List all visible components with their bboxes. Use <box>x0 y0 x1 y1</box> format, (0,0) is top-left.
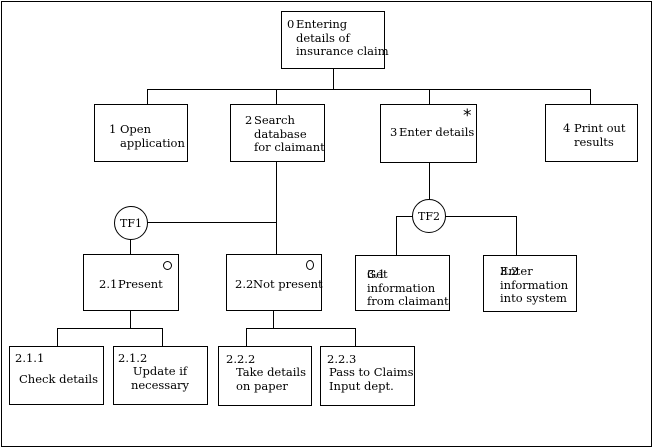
node-number: 3 <box>390 125 398 139</box>
node-number: 2.2.2 <box>226 352 256 366</box>
node-2-2-not-present: 2.2 Not present <box>226 254 323 311</box>
node-2-1-present: 2.1 Present <box>83 254 179 311</box>
node-label: Check details <box>19 372 98 386</box>
node-2-search-database: 2 Search database for claimant <box>230 104 325 162</box>
node-3-enter-details: 3 Enter details * <box>380 104 477 163</box>
node-label: Not present <box>253 277 323 291</box>
node-label: Take details on paper <box>236 365 306 393</box>
node-number: 2.1.1 <box>15 351 45 365</box>
node-2-1-2-update: 2.1.2 Update if necessary <box>113 346 208 405</box>
node-label: Print out results <box>574 121 626 149</box>
tf2-selection-circle: TF2 <box>412 199 446 233</box>
node-2-1-1-check-details: 2.1.1 Check details <box>9 346 104 405</box>
node-number: 2.2 <box>235 277 254 291</box>
node-4-print-out-results: 4 Print out results <box>545 104 638 162</box>
iteration-star-icon: * <box>463 106 472 126</box>
selection-marker-icon <box>163 261 172 270</box>
node-label: Open application <box>120 122 185 150</box>
node-label: Entering details of insurance claim <box>296 17 389 58</box>
node-number: 2.1 <box>99 277 118 291</box>
node-label: Pass to Claims Input dept. <box>329 365 414 393</box>
node-label: Present <box>118 277 163 291</box>
node-2-2-2-take-details: 2.2.2 Take details on paper <box>218 346 312 406</box>
node-label: Enter details <box>399 125 475 139</box>
tf1-selection-circle: TF1 <box>114 206 148 240</box>
node-number: 1 <box>109 122 117 136</box>
node-2-2-3-pass-to-claims: 2.2.3 Pass to Claims Input dept. <box>320 346 415 406</box>
node-number: 3.2 <box>500 264 519 278</box>
node-number: 2.1.2 <box>118 351 148 365</box>
node-number: 4 <box>563 121 571 135</box>
node-label: Update if necessary <box>130 364 190 392</box>
node-label: Search database for claimant <box>254 113 325 154</box>
node-3-2-enter-information: 3.2 Enter information into system <box>483 255 577 312</box>
node-1-open-application: 1 Open application <box>94 104 188 162</box>
node-label: Enter information into system <box>500 264 569 305</box>
node-number: 3.1 <box>367 267 386 281</box>
node-number: 0 <box>287 17 295 31</box>
node-number: 2.2.3 <box>327 352 357 366</box>
node-0-entering-details: 0 Entering details of insurance claim <box>281 11 389 69</box>
node-3-1-get-information: 3.1 Get information from claimant <box>355 255 450 311</box>
selection-marker-icon <box>306 260 314 270</box>
node-number: 2 <box>245 113 253 127</box>
node-label: Get information from claimant <box>367 267 449 308</box>
